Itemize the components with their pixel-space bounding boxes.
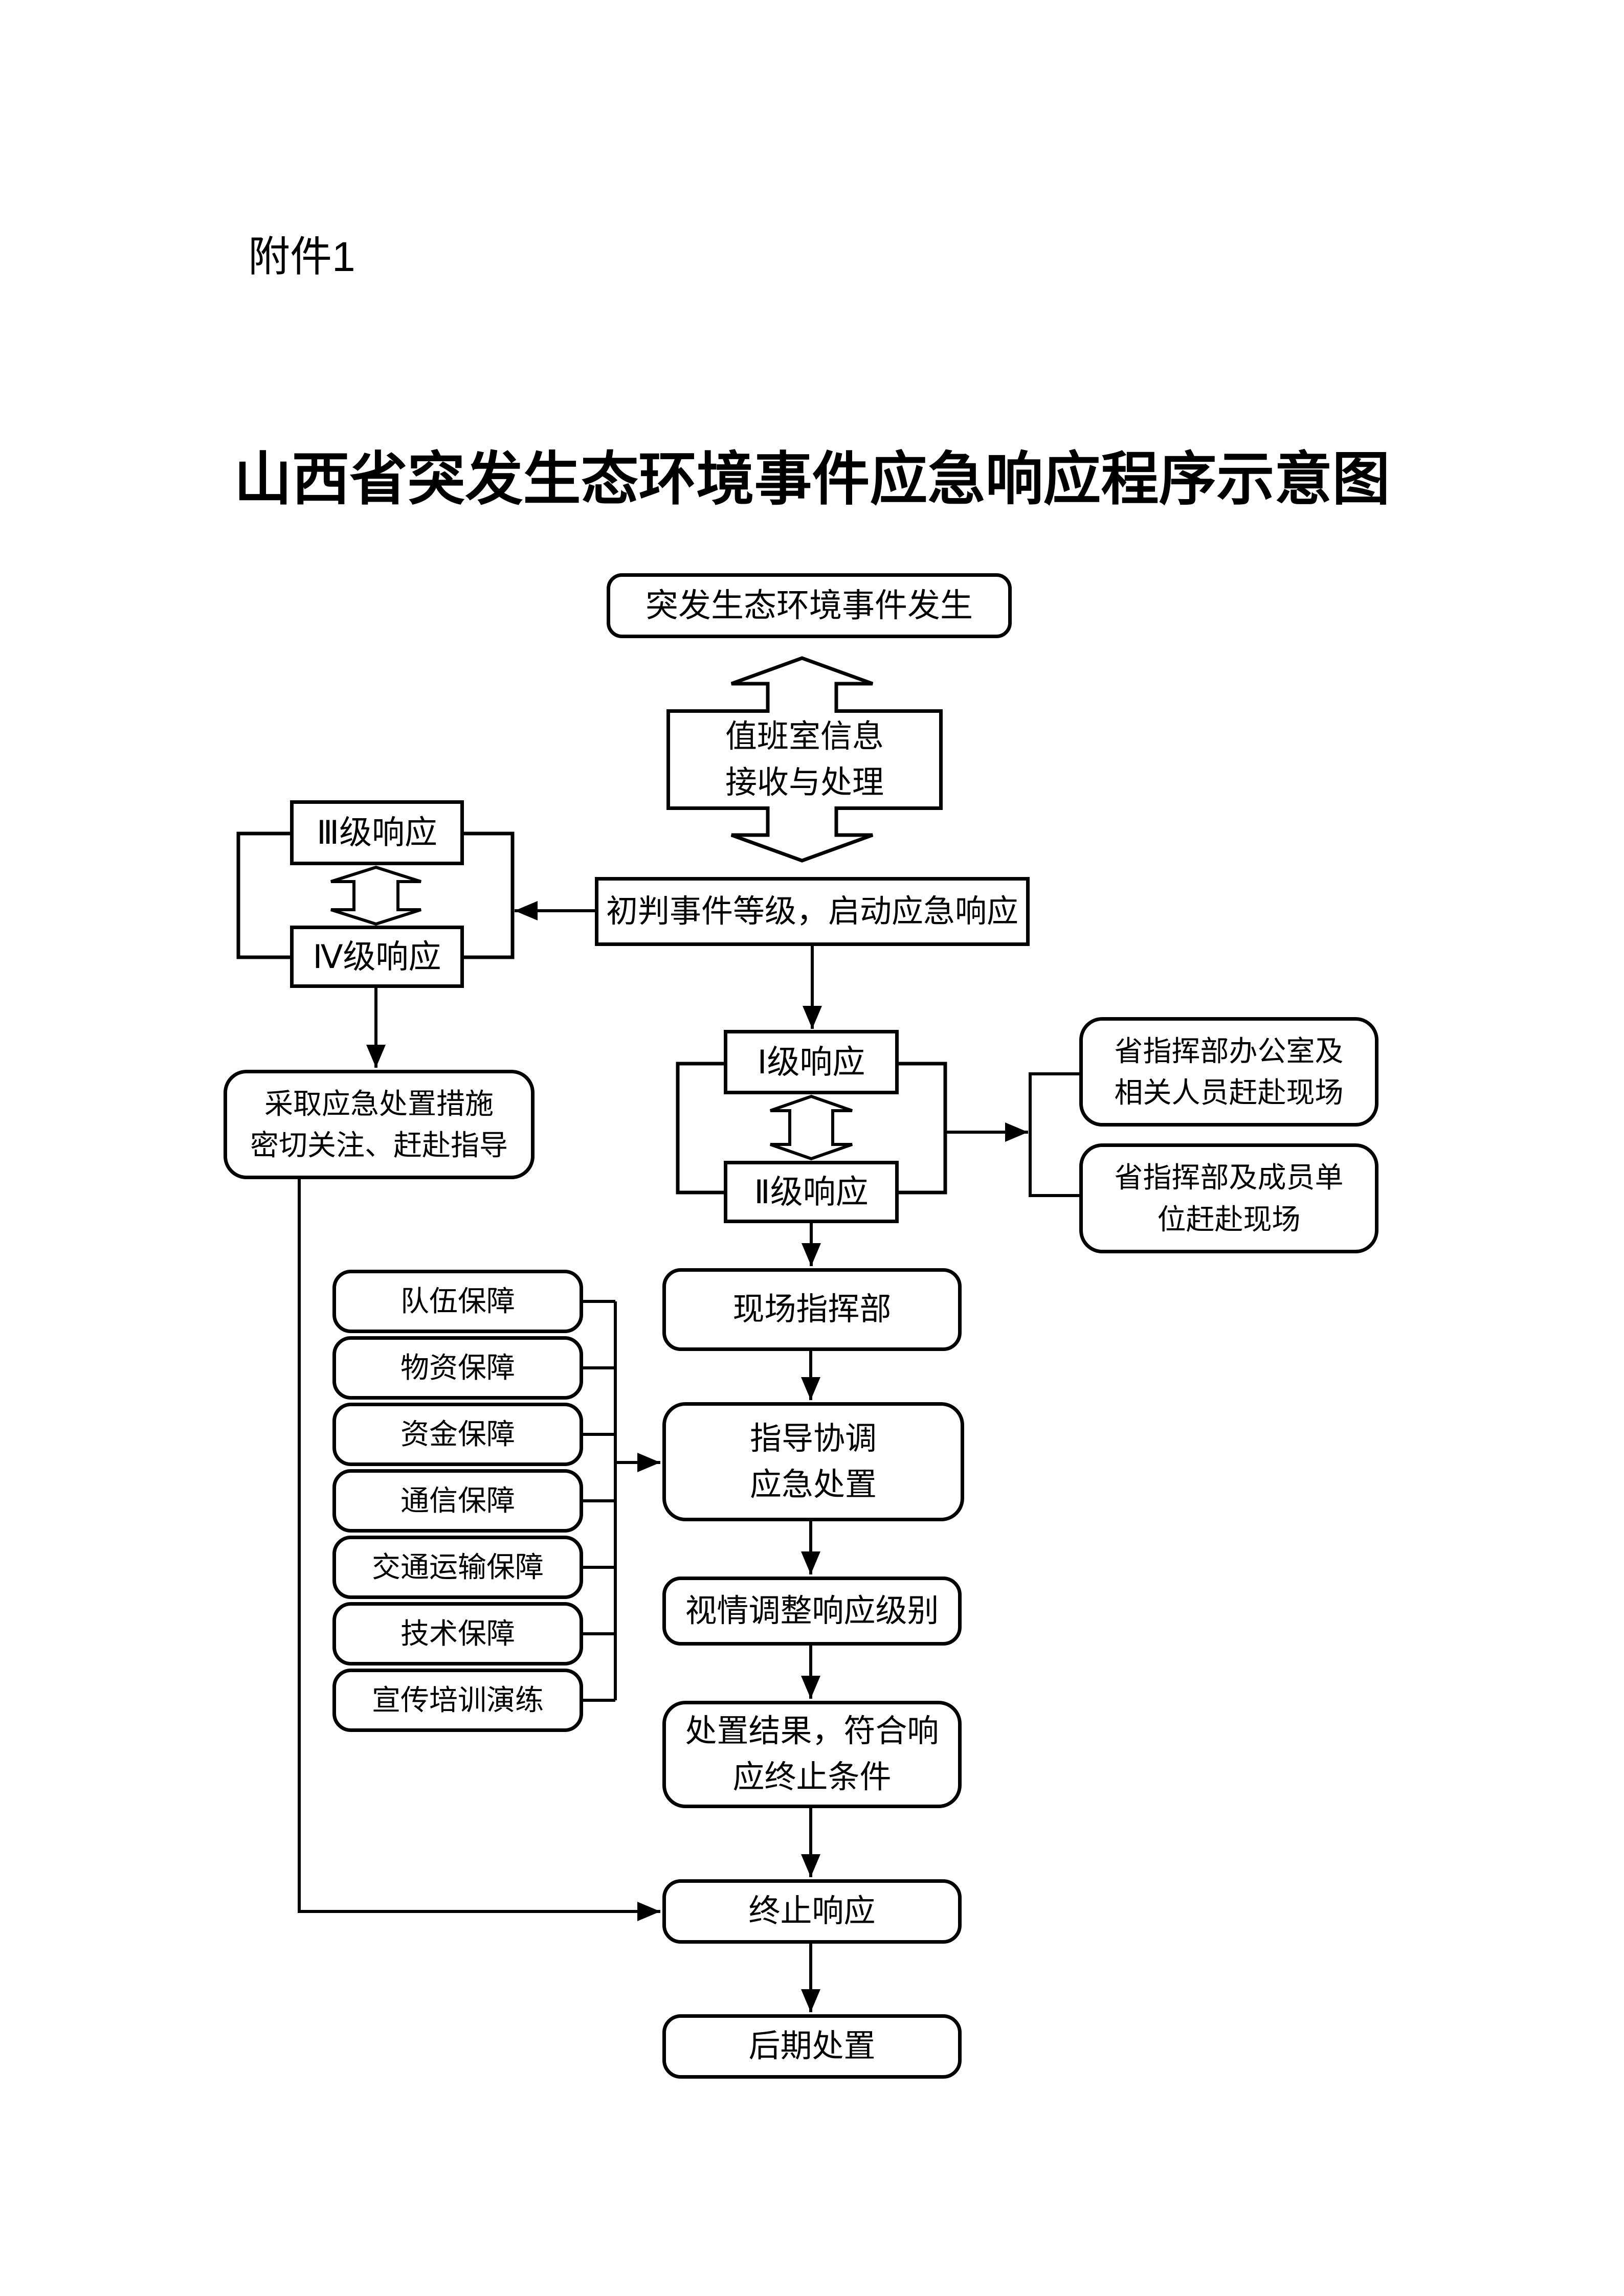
node-label: 物资保障 bbox=[401, 1352, 515, 1384]
node-label: 省指挥部办公室及 bbox=[1114, 1034, 1344, 1067]
node-support-team: 队伍保障 bbox=[332, 1270, 583, 1333]
node-level1-response: Ⅰ级响应 bbox=[724, 1030, 899, 1094]
node-label: Ⅱ级响应 bbox=[754, 1173, 869, 1210]
node-post-disposal: 后期处置 bbox=[662, 2014, 962, 2079]
node-support-comm: 通信保障 bbox=[332, 1469, 583, 1533]
page-title: 山西省突发生态环境事件应急响应程序示意图 bbox=[234, 448, 1390, 512]
node-initial-judgement: 初判事件等级，启动应急响应 bbox=[595, 877, 1030, 946]
node-emergency-measures: 采取应急处置措施 密切关注、赶赴指导 bbox=[224, 1070, 535, 1179]
node-label: Ⅲ级响应 bbox=[316, 814, 438, 851]
node-label: 通信保障 bbox=[401, 1484, 515, 1517]
node-label: 相关人员赶赴现场 bbox=[1114, 1076, 1344, 1109]
node-office-dispatch: 省指挥部办公室及 相关人员赶赴现场 bbox=[1079, 1017, 1378, 1127]
node-label: 应急处置 bbox=[749, 1467, 877, 1502]
node-label: 现场指挥部 bbox=[732, 1292, 892, 1327]
node-label: 队伍保障 bbox=[401, 1285, 515, 1318]
attachment-label: 附件1 bbox=[248, 234, 355, 280]
node-label: 采取应急处置措施 bbox=[264, 1087, 494, 1120]
node-result-condition: 处置结果，符合响 应终止条件 bbox=[662, 1701, 962, 1808]
node-label: 资金保障 bbox=[401, 1418, 515, 1451]
node-label: Ⅰ级响应 bbox=[757, 1043, 865, 1081]
node-level3-response: Ⅲ级响应 bbox=[290, 800, 464, 865]
node-label: 应终止条件 bbox=[732, 1760, 892, 1795]
node-label: 初判事件等级，启动应急响应 bbox=[606, 893, 1018, 929]
node-label: 指导协调 bbox=[749, 1421, 877, 1456]
node-label: 后期处置 bbox=[748, 2029, 876, 2064]
node-event: 突发生态环境事件发生 bbox=[607, 573, 1012, 638]
node-label: 宣传培训演练 bbox=[372, 1684, 544, 1717]
node-level4-response: Ⅳ级响应 bbox=[290, 926, 464, 988]
node-label: 终止响应 bbox=[748, 1894, 876, 1929]
node-label: 技术保障 bbox=[401, 1617, 515, 1650]
node-terminate-response: 终止响应 bbox=[662, 1879, 962, 1944]
node-duty-room: 值班室信息 接收与处理 bbox=[666, 709, 943, 810]
node-label: 位赶赴现场 bbox=[1157, 1203, 1301, 1235]
node-support-fund: 资金保障 bbox=[332, 1403, 583, 1466]
node-support-tech: 技术保障 bbox=[332, 1602, 583, 1665]
node-label: Ⅳ级响应 bbox=[313, 938, 441, 975]
node-label: 值班室信息 bbox=[725, 718, 884, 754]
node-support-material: 物资保障 bbox=[332, 1336, 583, 1400]
node-support-training: 宣传培训演练 bbox=[332, 1669, 583, 1732]
node-onsite-hq: 现场指挥部 bbox=[662, 1268, 962, 1351]
node-label: 省指挥部及成员单 bbox=[1114, 1161, 1344, 1194]
node-label: 突发生态环境事件发生 bbox=[646, 587, 973, 624]
node-guide-coordinate: 指导协调 应急处置 bbox=[662, 1402, 964, 1521]
node-members-dispatch: 省指挥部及成员单 位赶赴现场 bbox=[1079, 1143, 1378, 1253]
node-label: 视情调整响应级别 bbox=[685, 1593, 939, 1629]
node-label: 交通运输保障 bbox=[372, 1551, 544, 1584]
node-label: 接收与处理 bbox=[725, 764, 884, 800]
node-support-transport: 交通运输保障 bbox=[332, 1536, 583, 1599]
node-label: 密切关注、赶赴指导 bbox=[250, 1129, 508, 1161]
node-adjust-level: 视情调整响应级别 bbox=[662, 1577, 962, 1646]
node-level2-response: Ⅱ级响应 bbox=[724, 1161, 899, 1223]
node-label: 处置结果，符合响 bbox=[685, 1714, 939, 1749]
